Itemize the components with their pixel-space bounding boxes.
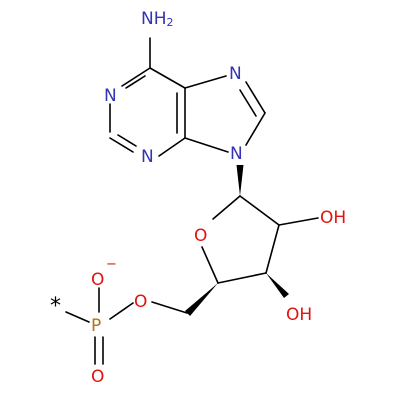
bond-n9-c4: [184, 137, 229, 153]
bond-n7-c8-double: [239, 89, 257, 117]
bond-c2p-c3p: [265, 224, 280, 274]
bond-c3p-c4p: [217, 272, 267, 284]
atom-n3: N: [141, 147, 154, 167]
atom-hydroxyl-upper: OH: [320, 208, 346, 228]
negative-charge: −: [106, 257, 117, 272]
bond-o4-c4p: [201, 246, 219, 284]
bond-c5-c6: [149, 67, 186, 89]
atom-phosphorus: P: [91, 316, 101, 336]
bond-n3-c4: [158, 137, 186, 157]
bond-c3p-oh-wedge: [266, 273, 289, 298]
bond-p-attachment: [65, 311, 90, 323]
atom-ester-oxygen: O: [134, 292, 147, 312]
bond-c6-n1: [121, 67, 151, 87]
bond-c5p-o: [151, 301, 188, 314]
bond-c5-n7: [184, 75, 227, 89]
bond-c2-n3: [109, 137, 134, 153]
atom-hydroxyl-lower: OH: [286, 305, 312, 325]
bond-c6-n1-double: [125, 75, 146, 89]
bond-c2p-oh: [278, 217, 319, 226]
bonds: [65, 37, 319, 365]
atom-ring-oxygen: O: [194, 226, 207, 246]
atom-labels: NH2 N N N N O OH OH O P O − O *: [50, 9, 346, 387]
bond-c2-n3-double: [117, 134, 137, 147]
atom-oxygen-minus: O: [91, 270, 104, 290]
amine-label: NH2: [141, 9, 174, 29]
atom-oxygen-double: O: [91, 367, 104, 387]
atom-n7: N: [229, 64, 242, 84]
bond-c8-n9: [245, 112, 266, 146]
bond-c1-n9-wedge: [236, 165, 244, 196]
bond-c4p-c5p-wedge: [185, 283, 218, 316]
attachment-point: *: [50, 294, 61, 319]
atom-n9: N: [230, 144, 243, 164]
bond-c1-c2p: [239, 195, 280, 226]
atom-n1: N: [104, 86, 117, 106]
bond-c1-o4: [212, 195, 241, 220]
bond-o-p: [109, 302, 134, 320]
bond-n7-c8: [245, 81, 266, 114]
